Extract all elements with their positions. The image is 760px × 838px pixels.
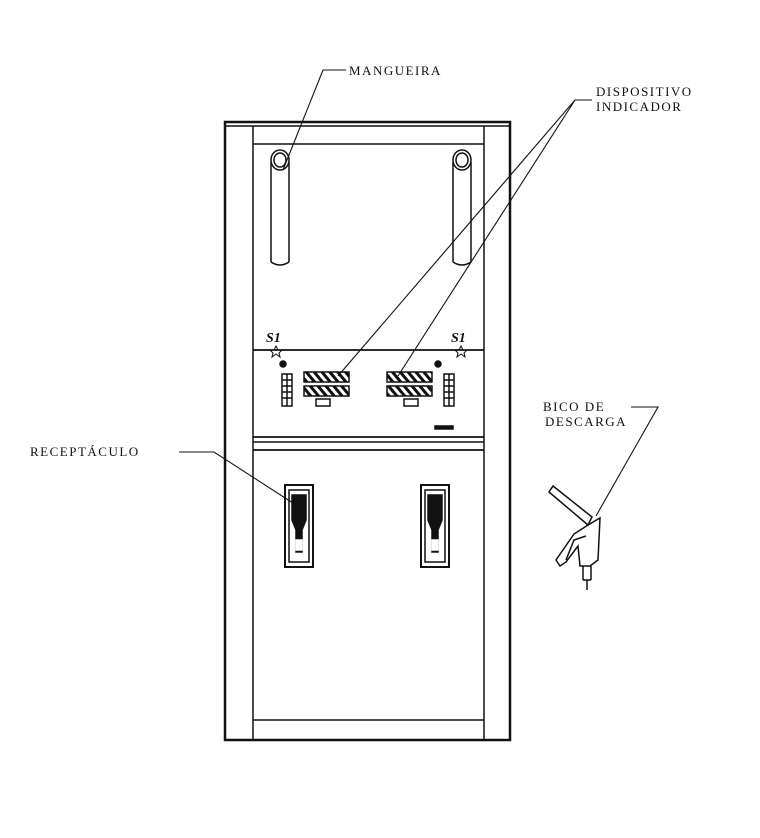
indicator-display-right xyxy=(386,371,433,407)
label-dispositivo-line1: DISPOSITIVO xyxy=(596,84,693,99)
leader-receptaculo xyxy=(179,451,297,506)
leader-dispositivo-b xyxy=(397,99,576,377)
keypad-left xyxy=(281,373,293,407)
label-dispositivo-line2: INDICADOR xyxy=(596,99,682,114)
hose-left xyxy=(270,149,290,266)
keypad-right xyxy=(443,373,455,407)
hose-right xyxy=(452,149,472,266)
leader-mangueira xyxy=(282,69,346,171)
label-mangueira: MANGUEIRA xyxy=(349,63,442,78)
seal-star-right xyxy=(453,344,469,359)
label-s1-right: S1 xyxy=(451,331,466,346)
seal-star-left xyxy=(268,344,284,359)
receptacle-right xyxy=(420,484,450,568)
indicator-dot-right xyxy=(434,360,442,368)
nameplate-mark xyxy=(434,425,454,430)
discharge-nozzle xyxy=(548,484,601,590)
label-bico-line1: BICO DE xyxy=(543,399,605,414)
label-s1-left: S1 xyxy=(266,331,281,346)
dispenser-cabinet xyxy=(223,120,512,742)
indicator-display-left xyxy=(303,371,350,407)
indicator-dot-left xyxy=(279,360,287,368)
leader-bico xyxy=(595,406,659,517)
receptacle-left xyxy=(284,484,314,568)
cabinet-outer-frame xyxy=(223,120,512,742)
label-bico-line2: DESCARGA xyxy=(545,414,627,429)
label-receptaculo: RECEPTÁCULO xyxy=(30,444,140,459)
leader-lines xyxy=(179,69,659,517)
display-panel xyxy=(253,344,484,451)
